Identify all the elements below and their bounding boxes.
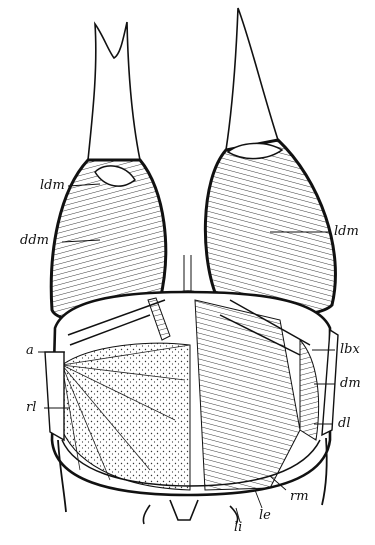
label-a: a — [26, 344, 34, 357]
label-rl: rl — [26, 401, 36, 414]
label-dm: dm — [340, 377, 361, 390]
label-ddm: ddm — [20, 234, 49, 247]
label-lbx: lbx — [340, 343, 360, 356]
label-ldm-left: ldm — [40, 179, 65, 192]
left-mandible — [51, 22, 165, 321]
label-ldm-right: ldm — [334, 225, 359, 238]
label-le: le — [259, 509, 271, 522]
label-dl: dl — [338, 417, 350, 430]
label-li: li — [234, 521, 242, 534]
label-rm: rm — [290, 490, 309, 503]
right-mandible — [205, 8, 335, 316]
body-capsule — [52, 292, 330, 495]
